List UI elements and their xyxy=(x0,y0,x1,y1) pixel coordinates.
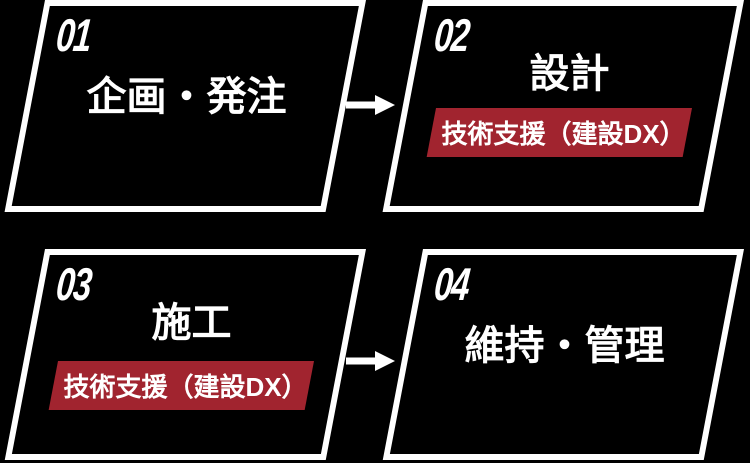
badge-label: 技術支援（建設DX） xyxy=(441,119,686,149)
step-title: 企画・発注 xyxy=(86,75,287,119)
badge-label: 技術支援（建設DX） xyxy=(63,372,308,402)
tech-support-badge: 技術支援（建設DX） xyxy=(48,361,314,410)
step-panel-03: 03 施工 技術支援（建設DX） xyxy=(4,249,366,460)
arrow-right-icon xyxy=(346,95,395,115)
tech-support-badge: 技術支援（建設DX） xyxy=(426,108,692,157)
step-panel-04: 04 維持・管理 xyxy=(382,249,744,460)
step-number: 04 xyxy=(432,258,472,310)
step-title: 維持・管理 xyxy=(464,324,665,368)
step-title: 施工 xyxy=(151,301,232,345)
step-title: 設計 xyxy=(529,52,610,96)
step-number: 01 xyxy=(54,9,94,61)
step-panel-02: 02 設計 技術支援（建設DX） xyxy=(382,0,744,212)
arrow-right-icon xyxy=(346,351,395,371)
step-panel-01: 01 企画・発注 xyxy=(4,0,366,212)
